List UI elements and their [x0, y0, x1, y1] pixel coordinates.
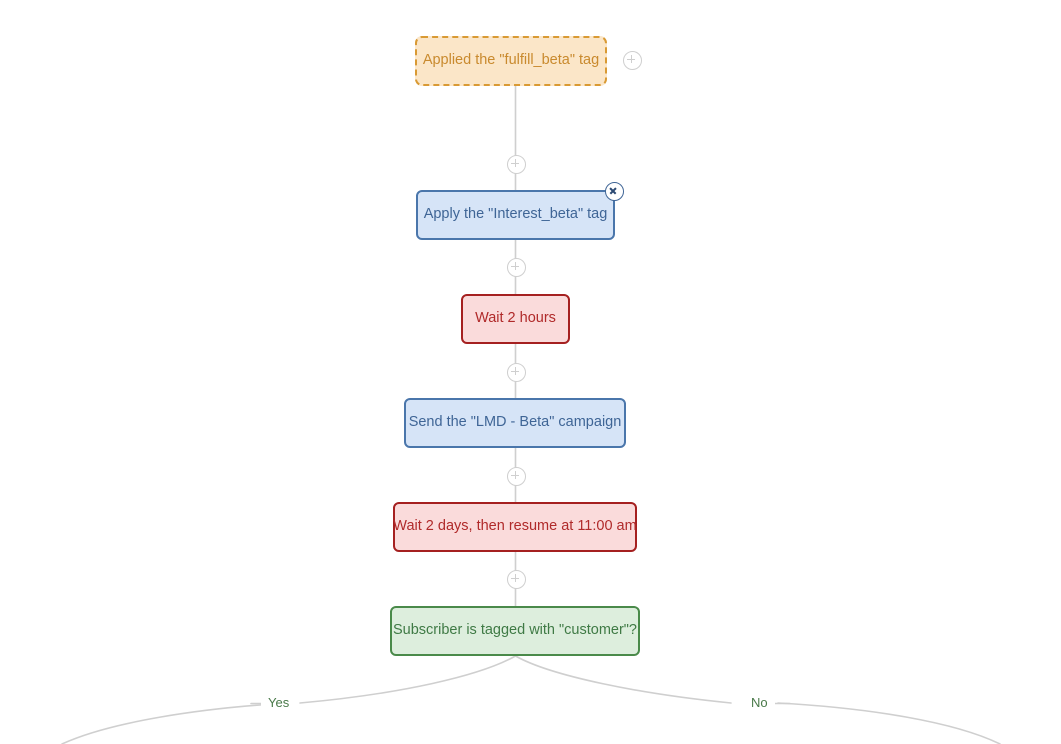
node-label: Wait 2 hours: [475, 310, 556, 327]
node-label: Wait 2 days, then resume at 11:00 am: [393, 518, 637, 535]
node-action-apply-tag[interactable]: Apply the "Interest_beta" tag: [416, 190, 615, 240]
node-wait-2-hours[interactable]: Wait 2 hours: [461, 294, 570, 344]
node-action-send-campaign[interactable]: Send the "LMD - Beta" campaign: [404, 398, 626, 448]
node-label: Apply the "Interest_beta" tag: [423, 206, 608, 223]
plus-icon-add-step-after-campaign[interactable]: [507, 467, 526, 486]
branch-label-text: No: [751, 695, 768, 710]
branch-label-no[interactable]: No: [744, 695, 775, 710]
plus-icon-add-step-after-apply-tag[interactable]: [507, 258, 526, 277]
plus-icon-add-step-beside-trigger[interactable]: [623, 51, 642, 70]
edge-no-continue: [777, 702, 1001, 744]
plus-icon-add-step-after-wait-days[interactable]: [507, 570, 526, 589]
close-icon-remove-apply-tag-node[interactable]: [605, 182, 624, 201]
node-label: Applied the "fulfill_beta" tag: [422, 52, 600, 69]
node-label: Send the "LMD - Beta" campaign: [408, 414, 622, 431]
edge-condition-to-yes: [299, 655, 517, 704]
node-condition-subscriber-tagged[interactable]: Subscriber is tagged with "customer"?: [390, 606, 640, 656]
plus-icon-add-step-after-wait-hours[interactable]: [507, 363, 526, 382]
node-label: Subscriber is tagged with "customer"?: [392, 622, 637, 639]
node-wait-2-days[interactable]: Wait 2 days, then resume at 11:00 am: [393, 502, 637, 552]
edge-yes-continue: [61, 702, 290, 744]
branch-label-text: Yes: [268, 695, 290, 710]
edge-condition-to-no: [514, 655, 732, 704]
plus-icon-add-step-before-apply-tag[interactable]: [507, 155, 526, 174]
branch-label-yes[interactable]: Yes: [261, 695, 297, 710]
node-trigger-applied-tag[interactable]: Applied the "fulfill_beta" tag: [415, 36, 607, 86]
